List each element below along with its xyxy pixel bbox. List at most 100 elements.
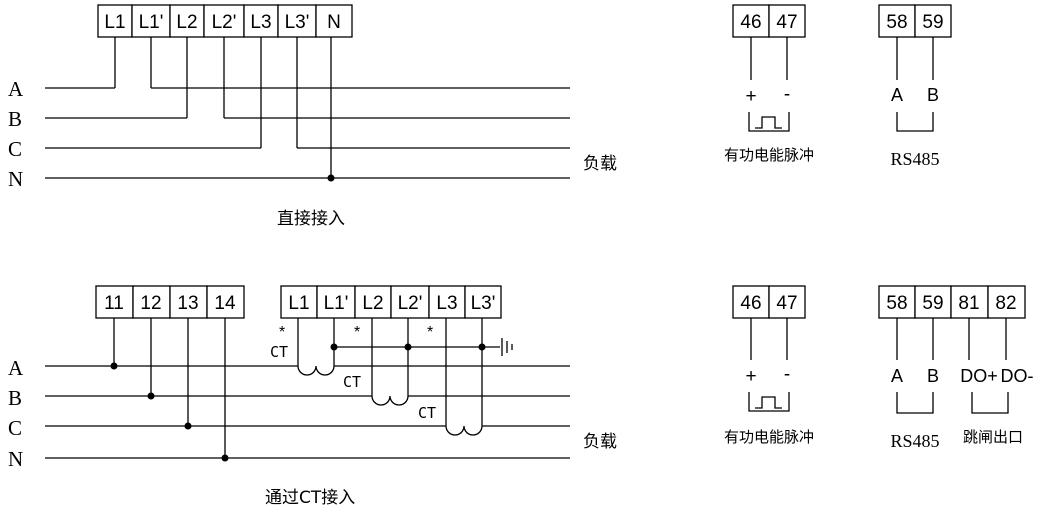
rs485-b-label: B xyxy=(927,85,939,105)
terminal-box xyxy=(768,285,806,319)
trip-output-label: 跳闸出口 xyxy=(963,428,1023,446)
pulse-waveform-icon xyxy=(755,116,782,129)
terminal-label: 82 xyxy=(995,293,1016,314)
bracket xyxy=(896,112,934,132)
direct-wires xyxy=(114,37,335,182)
terminal-label: 81 xyxy=(958,293,979,314)
phase-label-n: N xyxy=(8,447,23,471)
pulse-output-bottom: 46 47 + - 有功电能脉冲 xyxy=(724,285,814,446)
terminal-box xyxy=(354,285,392,319)
terminal-label: L1 xyxy=(104,12,125,33)
bracket xyxy=(971,392,1009,414)
terminal-box xyxy=(315,4,353,38)
do-plus-label: DO+ xyxy=(960,366,998,386)
direct-bus-lines xyxy=(45,87,570,179)
phase-label-b: B xyxy=(8,107,22,131)
phase-label-c: C xyxy=(8,137,22,161)
ground-icon xyxy=(501,338,513,356)
terminal-box xyxy=(950,285,989,319)
junction-dot xyxy=(110,362,118,370)
terminal-label: L3 xyxy=(250,12,271,33)
terminal-box xyxy=(95,285,134,319)
ct-bus-lines xyxy=(45,365,570,459)
rs485-label: RS485 xyxy=(890,431,939,451)
terminal-label: L1' xyxy=(139,12,164,33)
terminal-label: L1 xyxy=(288,293,309,314)
pulse-label: 有功电能脉冲 xyxy=(724,146,814,164)
junction-dot xyxy=(184,422,192,430)
polarity-mark: * xyxy=(279,324,285,341)
junction-dot xyxy=(330,343,338,351)
phase-label-n: N xyxy=(8,167,23,191)
terminal-box xyxy=(464,285,502,319)
voltage-terminal-block: 11 12 13 14 xyxy=(95,285,245,319)
junction-dot xyxy=(404,343,412,351)
ct-caption: 通过CT接入 xyxy=(265,488,355,508)
rs485-a-label: A xyxy=(891,85,903,105)
terminal-label: L3' xyxy=(471,293,496,314)
terminal-label: 47 xyxy=(776,293,797,314)
terminal-label: 59 xyxy=(922,12,943,33)
load-label: 负载 xyxy=(583,432,617,452)
terminal-label: L2' xyxy=(398,293,423,314)
junction-dot xyxy=(221,454,229,462)
terminal-label: N xyxy=(327,12,341,33)
direct-caption: 直接接入 xyxy=(277,209,345,229)
ct-connection: 11 12 13 14 L1 L1' L2 L2' L3 L3' A B C N xyxy=(8,285,617,508)
minus-sign: - xyxy=(784,364,790,385)
rs485-bottom: 58 59 81 82 A B DO+ DO- RS485 跳闸出口 xyxy=(878,285,1034,451)
terminal-label: 13 xyxy=(177,293,198,314)
ct-coil xyxy=(371,395,409,406)
junction-dot xyxy=(478,343,486,351)
bracket xyxy=(748,112,790,132)
direct-connection: L1 L1' L2 L2' L3 L3' N A B C N xyxy=(8,4,617,229)
current-terminal-block: L1 L1' L2 L2' L3 L3' xyxy=(280,285,502,319)
pulse-output-top: 46 47 + - 有功电能脉冲 xyxy=(724,4,814,164)
polarity-mark: * xyxy=(354,324,360,341)
pulse-waveform-icon xyxy=(755,396,782,409)
phase-label-c: C xyxy=(8,416,22,440)
phase-label-b: B xyxy=(8,386,22,410)
bracket xyxy=(748,392,790,412)
polarity-mark: * xyxy=(427,324,433,341)
phase-label-a: A xyxy=(8,77,24,101)
terminal-box xyxy=(277,4,317,38)
bracket xyxy=(896,392,934,414)
minus-sign: - xyxy=(784,84,790,105)
terminal-label: 58 xyxy=(886,293,907,314)
terminal-label: 59 xyxy=(922,293,943,314)
terminal-label: L2 xyxy=(362,293,383,314)
terminal-label: 12 xyxy=(140,293,161,314)
terminal-label: 46 xyxy=(740,293,761,314)
load-label: 负载 xyxy=(583,154,617,174)
rs485-label: RS485 xyxy=(890,149,939,169)
terminal-label: L1' xyxy=(324,293,349,314)
terminal-box xyxy=(206,285,245,319)
terminal-box xyxy=(390,285,430,319)
terminal-label: L2' xyxy=(212,12,237,33)
terminal-box xyxy=(428,285,466,319)
ct-label: CT xyxy=(343,373,361,391)
rs485-b-label: B xyxy=(927,366,939,386)
rs485-top: 58 59 A B RS485 xyxy=(878,4,952,169)
terminal-label: 47 xyxy=(776,12,797,33)
terminal-label: 58 xyxy=(886,12,907,33)
terminal-label: L2 xyxy=(176,12,197,33)
terminal-box xyxy=(316,285,356,319)
rs485-a-label: A xyxy=(891,366,903,386)
terminal-label: L3 xyxy=(436,293,457,314)
current-wires xyxy=(297,318,500,426)
junction-dot xyxy=(327,174,335,182)
terminal-label: L3' xyxy=(285,12,310,33)
terminal-box xyxy=(280,285,318,319)
plus-sign: + xyxy=(745,86,756,107)
terminal-label: 14 xyxy=(214,293,236,314)
pulse-label: 有功电能脉冲 xyxy=(724,428,814,446)
ct-coils xyxy=(297,365,483,436)
ct-label: CT xyxy=(418,404,436,422)
ct-coil xyxy=(445,425,483,436)
terminal-box xyxy=(914,4,952,38)
terminal-box xyxy=(878,4,916,38)
terminal-label: 11 xyxy=(104,293,124,314)
